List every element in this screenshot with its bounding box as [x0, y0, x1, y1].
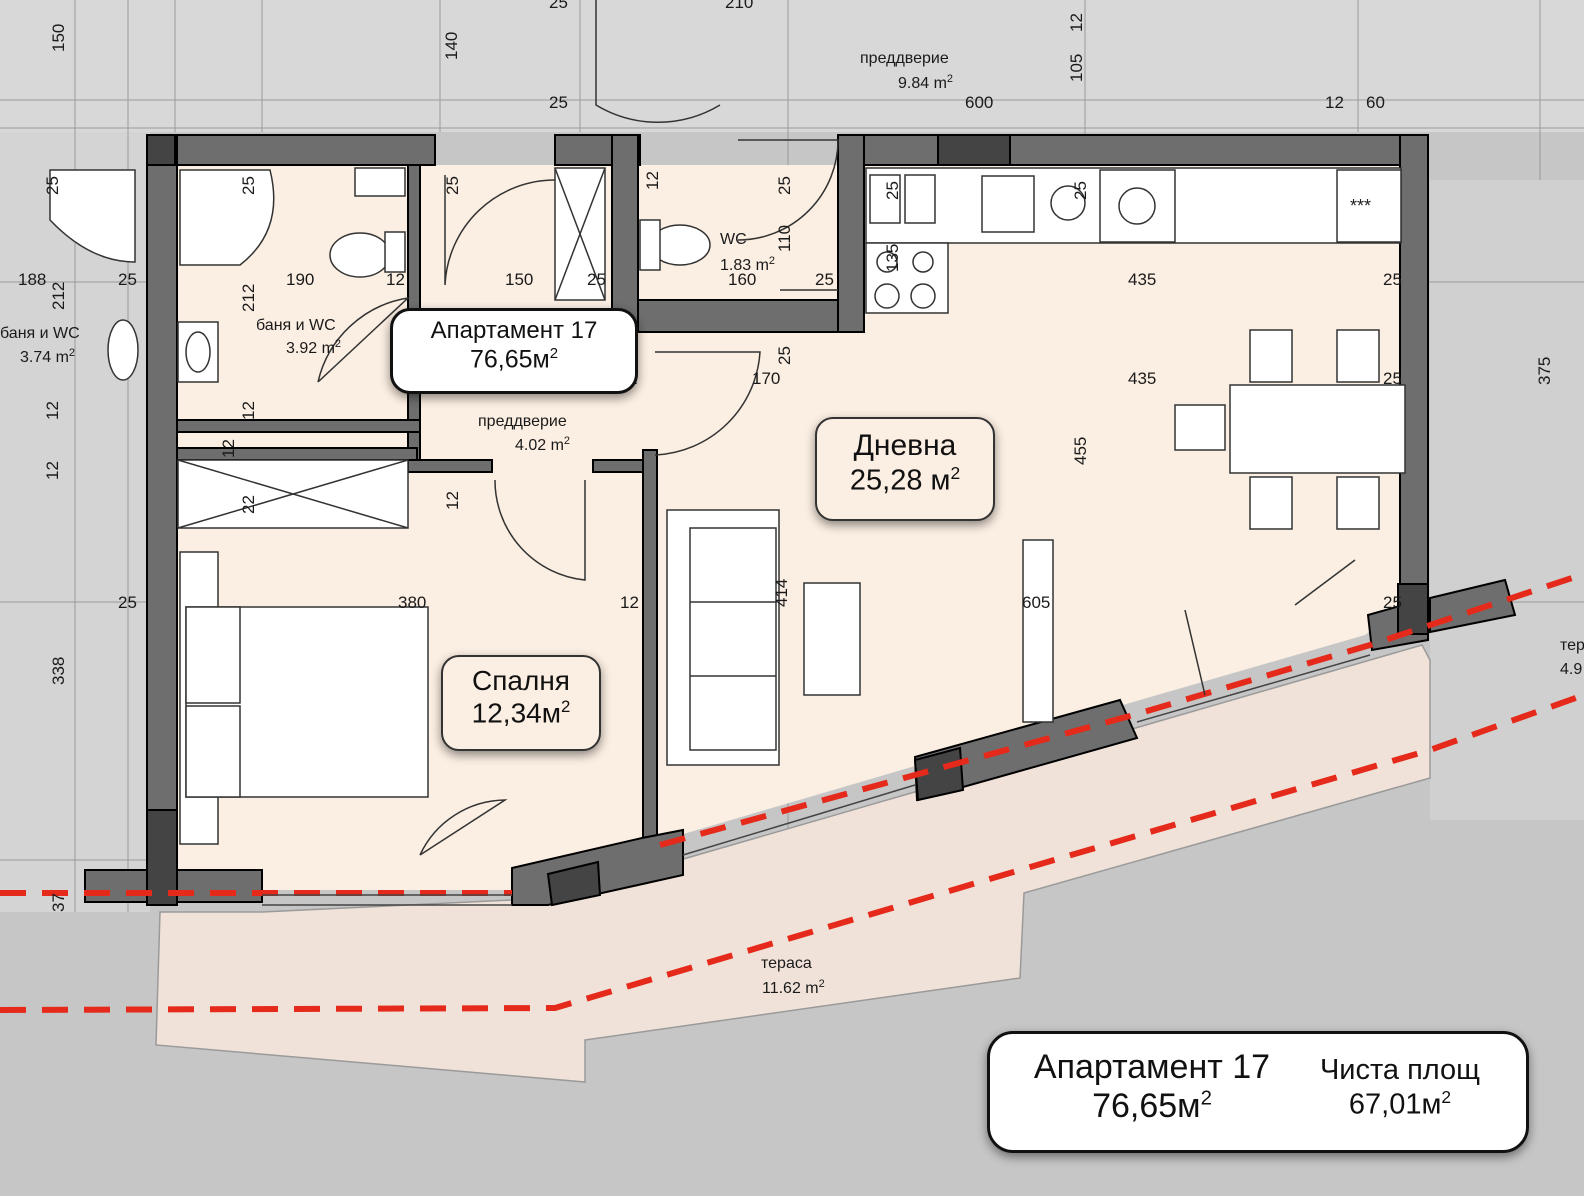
dim-135: 135 — [883, 244, 902, 272]
top-hall-area: 9.84 m2 — [898, 73, 953, 92]
bathroom-fixtures — [49, 167, 711, 383]
summary-apartment-area: 76,65м2 — [1092, 1087, 1212, 1125]
dim-25-g: 25 — [775, 176, 794, 195]
facade-dashed-line — [0, 571, 1584, 1013]
room-labels-small: баня и WC 3.92 m2 преддверие 4.02 m2 WC … — [0, 50, 1584, 997]
dim-60: 60 — [1366, 93, 1385, 112]
dim-380: 380 — [398, 593, 426, 612]
dim-25-top: 25 — [549, 0, 568, 12]
dim-25-i: 25 — [883, 181, 902, 200]
right-terrace-name: тер — [1560, 637, 1584, 654]
dim-12-d: 12 — [643, 171, 662, 190]
windows — [262, 654, 1371, 906]
apartment-tag: Апартамент 17 76,65м2 — [390, 308, 638, 394]
living-room-name: Дневна — [853, 429, 957, 462]
dim-25-f: 25 — [43, 176, 62, 195]
dim-12-top: 12 — [1067, 13, 1086, 32]
dim-12-f: 12 — [43, 401, 62, 420]
dim-12-b: 12 — [1325, 93, 1344, 112]
dim-375: 375 — [1535, 357, 1554, 385]
dim-605: 605 — [1022, 593, 1050, 612]
dim-190: 190 — [286, 270, 314, 289]
bath-area: 3.92 m2 — [286, 338, 341, 357]
dim-212-b: 212 — [239, 284, 258, 312]
neighbor-bath-area: 3.74 m2 — [20, 347, 75, 366]
dim-25-h: 25 — [815, 270, 834, 289]
bedroom-name: Спалня — [472, 665, 570, 696]
dim-455: 455 — [1071, 437, 1090, 465]
hall-area: 4.02 m2 — [515, 435, 570, 454]
dim-22: 22 — [239, 495, 258, 514]
dim-212-a: 212 — [49, 282, 68, 310]
dim-25-m: 25 — [1383, 369, 1402, 388]
bedroom-area: 12,34м2 — [471, 697, 571, 729]
dim-210-top: 210 — [725, 0, 753, 12]
dim-140: 140 — [442, 32, 461, 60]
right-terrace-area: 4.9 — [1560, 661, 1582, 678]
dim-338: 338 — [49, 657, 68, 685]
bedroom-label: Спалня 12,34м2 — [441, 655, 601, 751]
dim-25-n: 25 — [118, 593, 137, 612]
dim-25-a: 25 — [549, 93, 568, 112]
dim-37: 37 — [49, 893, 68, 912]
bedroom-furniture — [179, 551, 429, 845]
dim-12-g: 12 — [43, 461, 62, 480]
dim-25-o: 25 — [1383, 593, 1402, 612]
wardrobes — [177, 167, 606, 529]
terrace-area: 11.62 m2 — [762, 978, 825, 997]
top-corridor-area — [0, 0, 1584, 132]
summary-net-label: Чиста площ — [1319, 1054, 1481, 1086]
hall-name: преддверие — [478, 413, 567, 430]
hob-label: *** — [1350, 196, 1371, 216]
wc-area: 1.83 m2 — [720, 255, 775, 274]
apartment-tag-name: Апартамент 17 — [430, 317, 598, 344]
summary-box: Апартамент 17 76,65м2 Чиста площ 67,01м2 — [987, 1031, 1529, 1153]
dimension-labels: 150 140 105 12 25 600 12 60 188 25 212 1… — [18, 0, 1554, 912]
dim-25-j: 25 — [1071, 181, 1090, 200]
dim-105: 105 — [1067, 54, 1086, 82]
wc-name: WC — [720, 231, 747, 248]
dim-12-h: 12 — [219, 439, 238, 458]
dim-110: 110 — [775, 225, 794, 252]
living-room-label: Дневна 25,28 м2 — [815, 417, 995, 521]
dim-25-k: 25 — [1383, 270, 1402, 289]
summary-net-area: 67,01м2 — [1348, 1087, 1452, 1121]
dim-600: 600 — [965, 93, 993, 112]
right-neighbor-area — [1430, 180, 1584, 820]
dim-12-c: 12 — [386, 270, 405, 289]
dim-414: 414 — [772, 579, 791, 607]
kitchen — [865, 167, 1402, 314]
walls — [84, 134, 1517, 906]
doors — [317, 0, 1356, 856]
dim-170: 170 — [752, 369, 780, 388]
dim-25-c: 25 — [239, 176, 258, 195]
dim-12-j: 12 — [620, 593, 639, 612]
dim-150-b: 150 — [505, 270, 533, 289]
dim-435-b: 435 — [1128, 369, 1156, 388]
bath-name: баня и WC — [256, 317, 336, 334]
dim-25-e: 25 — [587, 270, 606, 289]
dim-25-l: 25 — [775, 346, 794, 365]
dim-25-b: 25 — [118, 270, 137, 289]
dim-12-i: 12 — [443, 491, 462, 510]
dim-25-d: 25 — [443, 176, 462, 195]
columns — [146, 134, 1429, 907]
summary-apartment-name: Апартамент 17 — [1033, 1048, 1271, 1086]
terrace-name: тераса — [761, 955, 812, 972]
dim-435-a: 435 — [1128, 270, 1156, 289]
living-furniture — [666, 329, 1406, 766]
dim-12-e: 12 — [239, 401, 258, 420]
neighbor-bath-name: баня и WC — [0, 325, 80, 342]
living-room-area: 25,28 м2 — [849, 463, 961, 497]
dim-188: 188 — [18, 270, 46, 289]
dim-150: 150 — [49, 24, 68, 52]
dim-160: 160 — [728, 270, 756, 289]
apartment-tag-area: 76,65м2 — [469, 345, 559, 374]
top-hall-name: преддверие — [860, 50, 949, 67]
